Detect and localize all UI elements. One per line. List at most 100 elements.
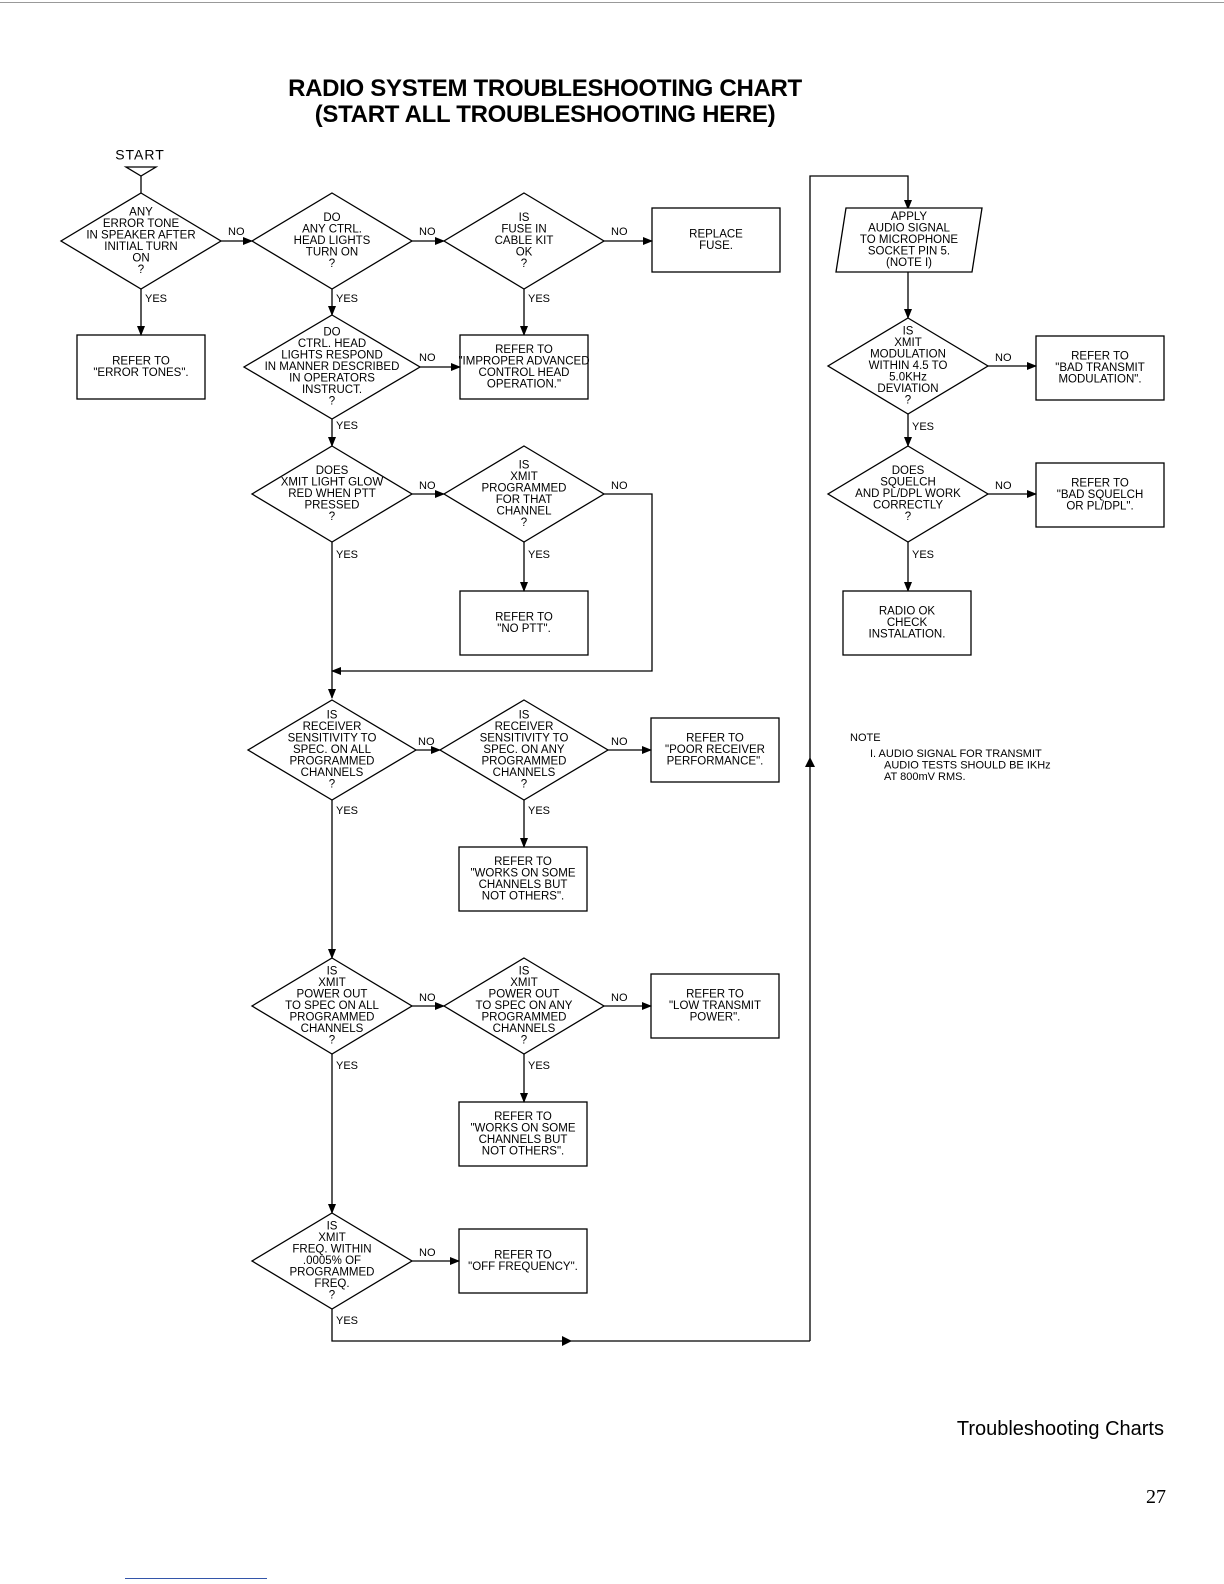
d_xmit_programmed-text-line: FOR THAT (496, 494, 552, 506)
d_freq-text-line: FREQ. (314, 1278, 349, 1290)
d_pwr_any-text-line: POWER OUT (489, 989, 560, 1001)
no-label: NO (995, 352, 1012, 364)
d_pwr_any-text-line: CHANNELS (493, 1023, 556, 1035)
flow-arrow-icon (562, 1336, 572, 1346)
d_squelch-text-line: DOES (892, 465, 925, 477)
d_rx_all-text-line: SENSITIVITY TO (288, 733, 377, 745)
b_improper-text-line: OPERATION." (487, 378, 561, 390)
b_no_ptt-text-line: "NO PTT". (497, 623, 551, 635)
d_pwr_all-text-line: TO SPEC ON ALL (285, 1000, 379, 1012)
d_squelch-text-line: AND PL/DPL WORK (855, 488, 961, 500)
d_xmit_light-text-line: PRESSED (305, 500, 360, 512)
yes-label: YES (336, 1315, 358, 1327)
p_apply_audio-text-line: (NOTE I) (886, 257, 932, 269)
note-line: I. AUDIO SIGNAL FOR TRANSMIT (870, 748, 1042, 760)
d_freq-text-line: FREQ. WITHIN (292, 1244, 371, 1256)
b_low_power-text-line: REFER TO (686, 989, 744, 1001)
chart-subtitle: (START ALL TROUBLESHOOTING HERE) (314, 101, 776, 128)
b_off_freq-text-line: REFER TO (494, 1249, 552, 1261)
yes-label: YES (336, 293, 358, 305)
b_works_some_2-text-line: CHANNELS BUT (479, 1134, 568, 1146)
p_apply_audio-text-line: TO MICROPHONE (860, 234, 959, 246)
b_improper-text-line: "IMPROPER ADVANCED (458, 355, 589, 367)
d_head_respond-text-line: ? (329, 396, 335, 408)
yes-label: YES (336, 1060, 358, 1072)
d_rx_any-text-line: IS (519, 710, 530, 722)
d_xmit_programmed-text-line: ? (521, 517, 527, 529)
d_error_tone-text-line: IN SPEAKER AFTER (86, 229, 195, 241)
b_radio_ok-process-box (842, 590, 972, 656)
d_modulation-text-line: DEVIATION (877, 383, 938, 395)
chart-title: RADIO SYSTEM TROUBLESHOOTING CHART (288, 75, 802, 102)
flow-arrow-icon (805, 757, 815, 767)
d_modulation-text-line: XMIT (894, 337, 921, 349)
d_error_tone-text-line: ERROR TONE (103, 218, 180, 230)
b_works_some_2-text-line: "WORKS ON SOME (470, 1122, 575, 1134)
note-heading: NOTE (850, 732, 881, 744)
no-label: NO (611, 736, 628, 748)
d_rx_all-text-line: CHANNELS (301, 767, 364, 779)
d_head_respond-text-line: IN OPERATORS (289, 373, 375, 385)
top-rule (0, 2, 1224, 3)
d_pwr_all-text-line: POWER OUT (297, 989, 368, 1001)
b_no_ptt-process-box (459, 590, 589, 656)
d_pwr_any-text-line: PROGRAMMED (482, 1012, 567, 1024)
b_low_power-text-line: POWER". (690, 1012, 741, 1024)
d_head_lights-text-line: ? (329, 258, 335, 270)
d_head_respond-text-line: INSTRUCT. (302, 384, 362, 396)
b_bad_squelch-process-box (1035, 462, 1165, 528)
bottom-rule (125, 1578, 267, 1579)
b_poor_rx-text-line: REFER TO (686, 733, 744, 745)
yes-label: YES (336, 805, 358, 817)
b_poor_rx-text-line: "POOR RECEIVER (665, 744, 765, 756)
b_works_some_2-text-line: NOT OTHERS". (482, 1145, 564, 1157)
d_head_respond-text-line: CTRL. HEAD (298, 338, 366, 350)
b_low_power-process-box (650, 973, 780, 1039)
b_radio_ok-text-line: INSTALATION. (869, 629, 946, 641)
d_rx_all-text-line: RECEIVER (303, 721, 362, 733)
d_pwr_any-text-line: ? (521, 1035, 527, 1047)
no-label: NO (419, 992, 436, 1004)
d_pwr_any-text-line: XMIT (510, 977, 537, 989)
d_pwr_all-text-line: ? (329, 1035, 335, 1047)
page-number: 27 (1146, 1486, 1166, 1508)
yes-label: YES (528, 549, 550, 561)
d_modulation-text-line: WITHIN 4.5 TO (869, 360, 948, 372)
b_poor_rx-text-line: PERFORMANCE". (667, 756, 764, 768)
b_low_power-text-line: "LOW TRANSMIT (669, 1000, 761, 1012)
d_squelch-text-line: SQUELCH (880, 477, 936, 489)
d_fuse-text-line: CABLE KIT (495, 235, 554, 247)
b_bad_squelch-text-line: REFER TO (1071, 478, 1129, 490)
b_replace_fuse-text-line: FUSE. (699, 240, 733, 252)
section-footer: Troubleshooting Charts (956, 1418, 1164, 1440)
note-line: AT 800mV RMS. (884, 771, 966, 783)
note-line: AUDIO TESTS SHOULD BE IKHz (884, 759, 1051, 771)
start-label: START (115, 147, 165, 163)
d_freq-text-line: PROGRAMMED (290, 1267, 375, 1279)
b_works_some_1-text-line: REFER TO (494, 856, 552, 868)
d_pwr_any-text-line: TO SPEC ON ANY (476, 1000, 573, 1012)
b_poor_rx-process-box (650, 717, 780, 783)
d_head_respond-text-line: LIGHTS RESPOND (281, 350, 383, 362)
d_head_lights-text-line: HEAD LIGHTS (294, 235, 371, 247)
d_xmit_programmed-text-line: XMIT (510, 471, 537, 483)
b_bad_squelch-text-line: OR PL/DPL". (1066, 501, 1133, 513)
d_head_respond-text-line: DO (323, 327, 340, 339)
p_apply_audio-text-line: AUDIO SIGNAL (868, 223, 950, 235)
d_squelch-text-line: ? (905, 511, 911, 523)
yes-label: YES (336, 549, 358, 561)
b_replace_fuse-text-line: REPLACE (689, 228, 743, 240)
d_error_tone-text-line: ANY (129, 206, 153, 218)
p_apply_audio-io-box (835, 207, 983, 273)
d_pwr_all-text-line: XMIT (318, 977, 345, 989)
b_off_freq-text-line: "OFF FREQUENCY". (468, 1261, 578, 1273)
d_xmit_light-text-line: ? (329, 511, 335, 523)
b_improper-text-line: REFER TO (495, 344, 553, 356)
b_radio_ok-text-line: CHECK (887, 617, 928, 629)
d_squelch-text-line: CORRECTLY (873, 500, 943, 512)
d_rx_all-text-line: SPEC. ON ALL (293, 744, 372, 756)
d_fuse-text-line: FUSE IN (501, 224, 546, 236)
yes-label: YES (336, 420, 358, 432)
